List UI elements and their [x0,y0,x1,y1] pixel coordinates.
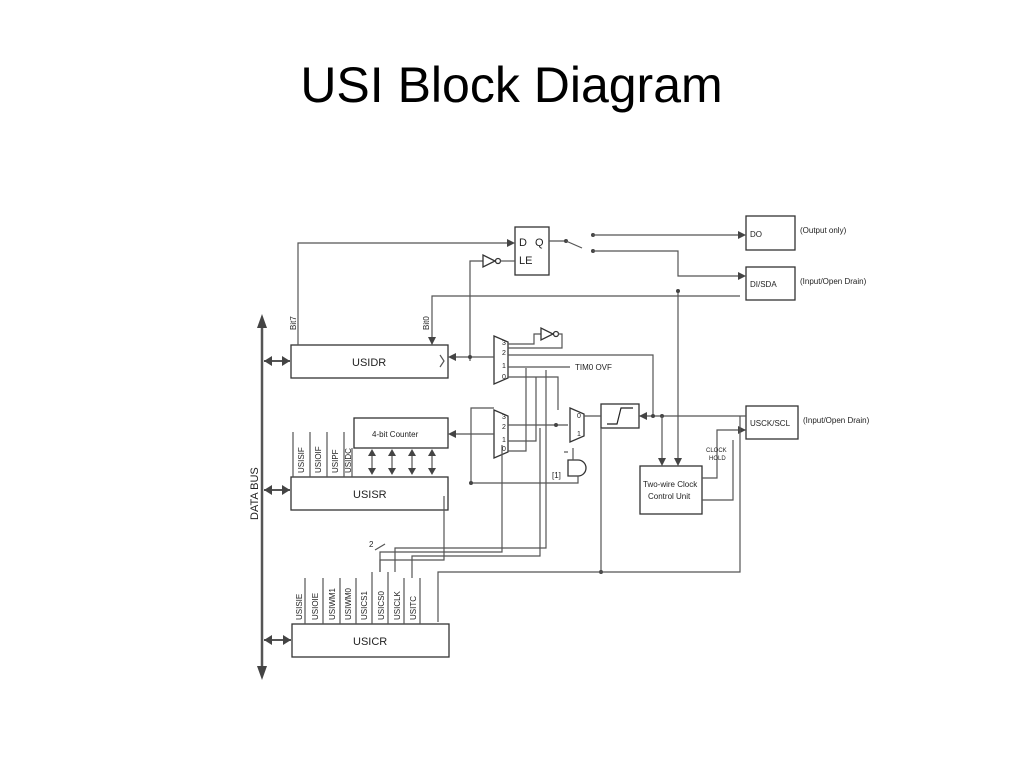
usicr-bit-usioie: USIOIE [311,593,320,620]
usicr-bit-usiclk: USICLK [393,590,402,620]
edge-mux-in1: 1 [577,431,581,438]
usisr-bit-usisif: USISIF [297,447,306,473]
upper-mux-in1: 1 [502,363,506,370]
bus-width-label: 2 [369,540,374,549]
twi-line2: Control Unit [648,492,691,501]
latch-q: Q [535,237,544,249]
and-select-label: [1] [552,471,561,480]
latch-d: D [519,237,527,249]
latch-box [514,226,550,276]
edge-mux [569,407,585,443]
usicr-bit-usics0: USICS0 [377,591,386,620]
lower-mux-in3: 3 [502,414,506,421]
lower-mux-in2: 2 [502,424,506,431]
lower-mux [493,409,509,459]
usisr-bit-usioif: USIOIF [314,446,323,473]
inverter-le-icon [482,253,497,269]
inverter-mux-icon [540,326,555,342]
bit7-label: Bit7 [289,316,298,330]
tim0-label: TIM0 OVF [575,363,612,372]
disda-pin [745,266,796,301]
upper-mux-in2: 2 [502,350,506,357]
usicr-bit-usiwm0: USIWM0 [344,587,353,620]
upper-mux-in3: 3 [502,340,506,347]
usisr-box [290,476,449,511]
usicr-bit-usitc: USITC [409,596,418,620]
do-note: (Output only) [800,226,847,235]
usisr-bit-dividers [292,432,353,477]
do-pin [745,215,796,251]
upper-mux-in0: 0 [502,374,506,381]
usisr-bit-usipf: USIPF [331,449,340,473]
bit0-label: Bit0 [422,316,431,330]
usck-note: (Input/Open Drain) [803,416,870,425]
usck-label: USCK/SCL [750,419,791,428]
usicr-bit-usiwm1: USIWM1 [328,587,337,620]
data-bus [257,314,291,680]
two-wire-clock-unit [639,465,703,515]
latch-le: LE [519,255,532,267]
disda-note: (Input/Open Drain) [800,277,867,286]
and-gate [567,459,587,477]
usicr-bit-usics1: USICS1 [360,591,369,620]
usicr-box [291,623,450,658]
page-title: USI Block Diagram [300,57,723,113]
counter-label: 4-bit Counter [372,430,419,439]
upper-mux [493,335,509,385]
twi-line1: Two-wire Clock [643,480,698,489]
usidr-box [290,344,449,379]
usisr-bit-usidc: USIDC [344,448,353,473]
clock-hold-2: HOLD [709,456,726,462]
data-bus-label: DATA BUS [249,467,261,520]
clock-hold-1: CLOCK [706,448,727,454]
usicr-bit-dividers [304,572,421,624]
lower-mux-in0: 0 [502,446,506,453]
usck-pin [745,405,799,440]
edge-mux-in0: 0 [577,413,581,420]
usicr-bit-usisie: USISIE [295,594,304,620]
edge-detector [600,403,640,429]
usisr-label: USISR [353,489,387,501]
do-label: DO [750,230,762,239]
four-bit-counter [353,417,449,449]
disda-label: DI/SDA [750,280,777,289]
lower-mux-in1: 1 [502,437,506,444]
usicr-label: USICR [353,636,387,648]
usidr-label: USIDR [352,357,386,369]
counter-usisr-links [368,449,436,475]
